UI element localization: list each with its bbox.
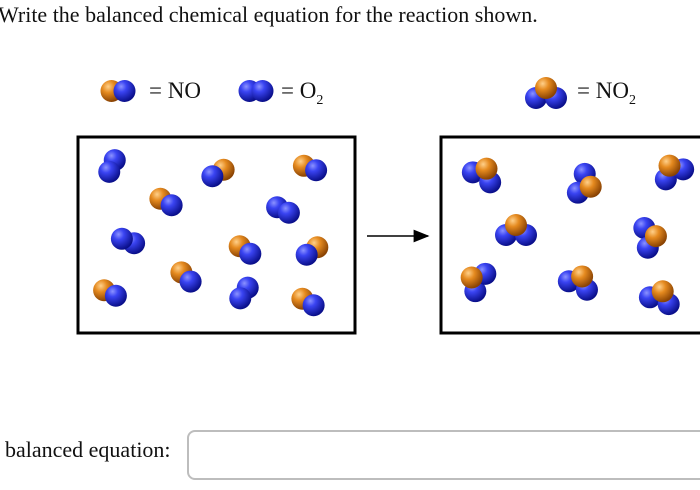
no2-molecule [557, 265, 598, 301]
legend-no-label: = NO [149, 78, 201, 103]
o2-molecule [110, 227, 146, 255]
reaction-diagram [76, 77, 700, 335]
no-molecule [149, 187, 183, 217]
balanced-equation-input[interactable] [187, 430, 700, 480]
legend [100, 77, 567, 109]
no-molecule [201, 158, 235, 188]
legend-no2-molecule [525, 77, 567, 109]
legend-no2-label: = NO2 [577, 78, 636, 108]
o2-molecule [266, 196, 300, 224]
balanced-equation-label: balanced equation: [5, 437, 171, 462]
no-molecule [292, 154, 328, 182]
no-molecule [93, 279, 127, 307]
o2-molecule [98, 149, 126, 183]
legend-o2-label: = O2 [281, 78, 324, 108]
legend-o2-molecule [238, 80, 274, 102]
question-prompt: Write the balanced chemical equation for… [0, 2, 538, 27]
no2-molecule [566, 162, 602, 204]
no2-molecule [495, 214, 537, 246]
no-molecule [291, 287, 325, 317]
no-molecule [295, 236, 329, 266]
no2-molecule [461, 157, 502, 194]
no2-molecule [638, 280, 680, 316]
o2-molecule [229, 276, 259, 310]
product-molecules [460, 154, 695, 316]
no2-molecule [654, 154, 695, 191]
legend-no-molecule [100, 80, 136, 102]
no2-molecule [633, 217, 667, 259]
reactant-molecules [93, 149, 329, 317]
no-molecule [228, 235, 262, 265]
no2-molecule [460, 262, 497, 303]
no-molecule [170, 261, 202, 293]
